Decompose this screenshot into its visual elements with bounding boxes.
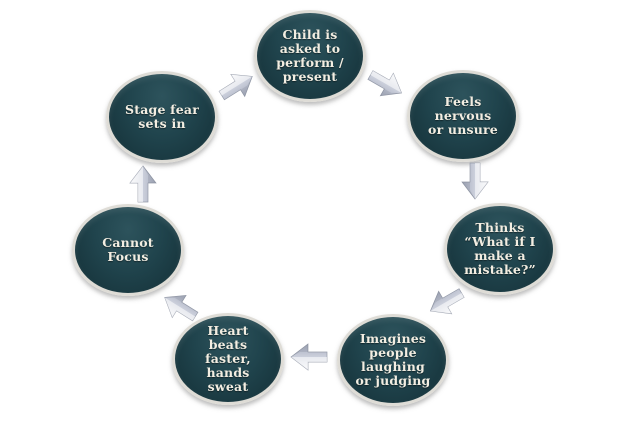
node-child-asked-to-perform: Child is asked to perform / present bbox=[254, 10, 366, 102]
node-cannot-focus: Cannot Focus bbox=[72, 204, 184, 296]
node-stage-fear-sets-in: Stage fear sets in bbox=[106, 71, 218, 163]
arrow-feels-nervous-to-thinks-mistake-icon bbox=[458, 160, 492, 202]
node-imagines-judging: Imagines people laughing or judging bbox=[337, 314, 449, 406]
arrow-cannot-focus-to-stage-fear-icon bbox=[126, 163, 160, 205]
arrow-child-asked-to-feels-nervous-icon bbox=[359, 59, 412, 109]
node-thinks-mistake: Thinks “What if I make a mistake?” bbox=[444, 203, 556, 295]
node-feels-nervous: Feels nervous or unsure bbox=[407, 70, 519, 162]
node-heart-beats-faster: Heart beats faster, hands sweat bbox=[172, 313, 284, 405]
node-label: Cannot Focus bbox=[102, 235, 154, 264]
node-label: Feels nervous or unsure bbox=[428, 94, 498, 137]
node-label: Child is asked to perform / present bbox=[276, 27, 344, 84]
node-label: Stage fear sets in bbox=[125, 102, 199, 131]
arrow-imagines-judging-to-heart-beats-icon bbox=[288, 340, 330, 374]
node-label: Imagines people laughing or judging bbox=[355, 331, 431, 388]
node-label: Heart beats faster, hands sweat bbox=[205, 323, 251, 394]
node-label: Thinks “What if I make a mistake?” bbox=[464, 220, 536, 277]
